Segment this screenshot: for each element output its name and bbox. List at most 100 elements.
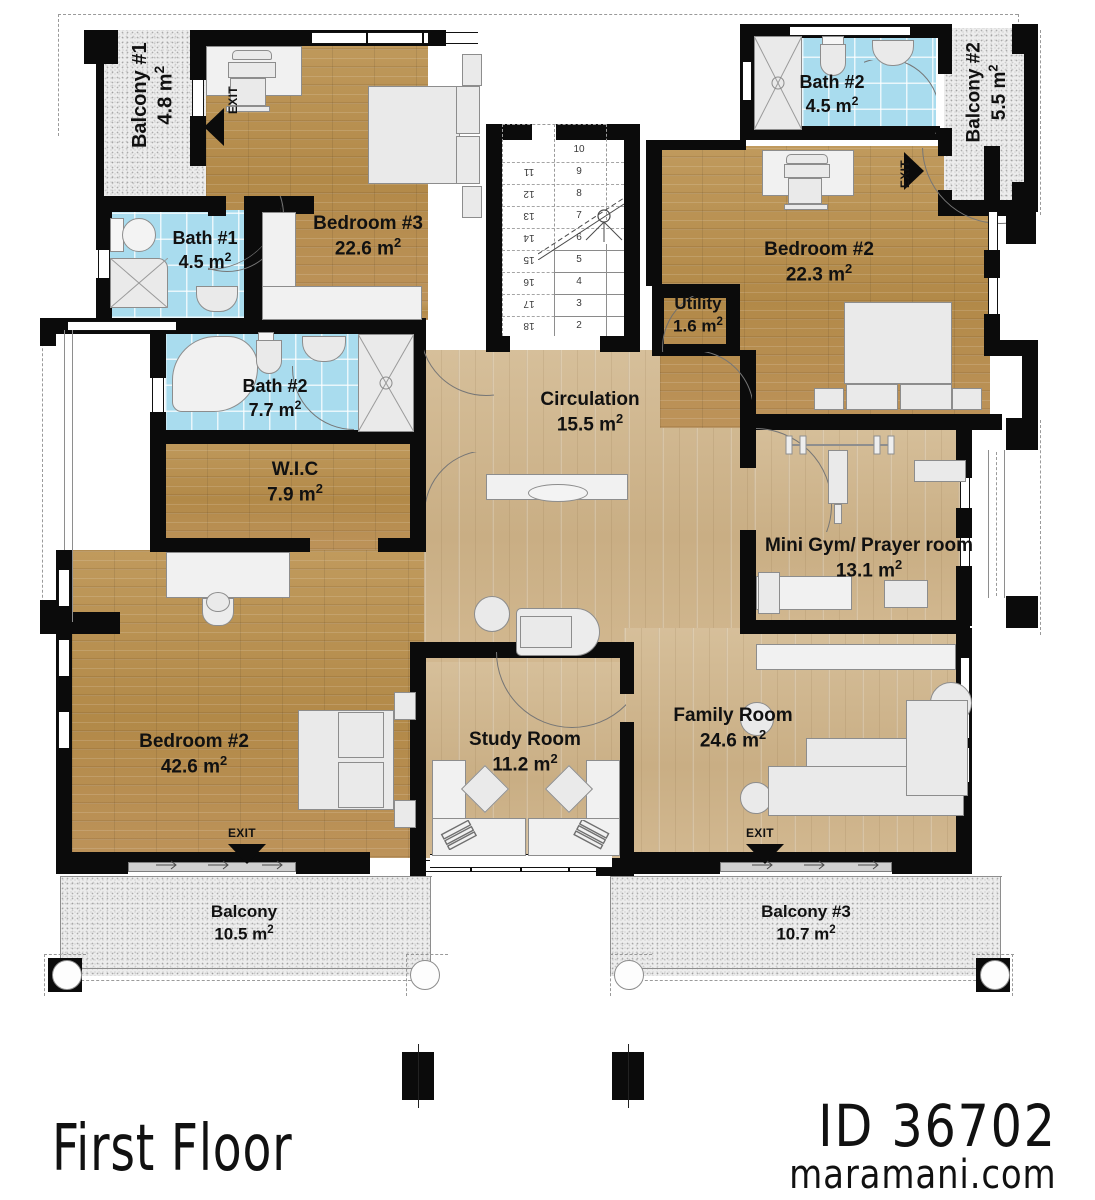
closet-bedroom2a-top — [166, 552, 290, 598]
exit-label: EXIT — [228, 826, 256, 840]
wall-stair-right — [624, 124, 640, 350]
balconyA-rail-right — [430, 876, 431, 976]
nightstand-bedroom2b-b — [952, 388, 982, 410]
setback-line-left-mid — [42, 318, 43, 628]
wall-utility-top — [652, 284, 740, 298]
monitor-bedroom3 — [230, 78, 266, 106]
sofa-family-side — [906, 700, 968, 796]
column-bottom-left — [52, 960, 82, 990]
window-bedroom2a-left-a — [58, 570, 70, 606]
wall-exterior-left-stub-top — [40, 318, 56, 346]
setback-line-top — [58, 14, 1018, 15]
door-swing-bedroom3-hall — [424, 330, 494, 396]
desk-lamp-bedroom3 — [232, 50, 272, 60]
stair-step-number: 7 — [576, 210, 582, 221]
sliding-door-family[interactable] — [720, 862, 892, 872]
wall-wic-right-upper — [410, 330, 426, 450]
wall-bath2a-left-upper — [150, 330, 166, 378]
door-direction-arrows-bedroom2a — [150, 858, 300, 872]
wall-balcony2-left-upper — [938, 24, 952, 74]
stair-step-number: 13 — [523, 210, 535, 221]
window-mullion-a — [310, 32, 312, 44]
pier-dash-a — [44, 954, 86, 955]
window-hall-top — [68, 321, 176, 331]
bench-gym — [828, 450, 848, 504]
plan-id-label: ID 36702 — [818, 1092, 1057, 1160]
pier-dash-c — [406, 954, 407, 996]
pillow-bedroom3-a — [456, 86, 480, 134]
armchair-cushion-circulation — [520, 616, 572, 648]
room-balconyA-floor — [60, 876, 430, 976]
wall-bedroom2b-right-b — [984, 250, 1000, 278]
window-gym-right-a — [960, 478, 970, 508]
window-family-right-a — [960, 658, 970, 694]
wall-utility-right — [726, 284, 740, 356]
wall-stair-top-right — [556, 124, 640, 140]
exit-label: EXIT — [746, 826, 774, 840]
bowl-circulation — [528, 484, 588, 502]
balconyA-rail-top — [60, 876, 432, 877]
pier-dash-d — [406, 954, 448, 955]
wall-gym-left-upper — [740, 414, 756, 468]
door-bedroom3-balcony[interactable] — [192, 80, 204, 116]
sliding-door-bedroom2a-head — [128, 852, 296, 862]
pier-dash-h — [972, 954, 1014, 955]
wall-pier-right-upper — [1006, 214, 1036, 244]
toilet-bath1 — [122, 218, 156, 252]
door-swing-study — [496, 652, 626, 728]
wall-wic-right-lower — [410, 450, 426, 550]
bed-bedroom3 — [368, 86, 460, 184]
wall-pier-right-mid-top — [1006, 418, 1038, 450]
right-rail-a — [988, 450, 989, 598]
window-bedroom2a-left-c — [58, 712, 70, 748]
toilet-bath2a — [256, 340, 282, 374]
bed-bedroom2b — [844, 302, 952, 384]
room-balcony3-floor — [610, 876, 1000, 976]
setback-line-right-mid — [1040, 420, 1041, 635]
balcony3-rail-top — [610, 876, 1002, 877]
stair-step-number: 6 — [576, 232, 582, 243]
balconyA-rail-bottom — [66, 968, 426, 969]
window-bedroom3-top — [310, 32, 478, 44]
window-bedroom2b-right-a — [988, 212, 998, 250]
sliding-door-family-head — [720, 852, 892, 862]
stair-step-number: 3 — [576, 298, 582, 309]
pier-dash-f — [610, 954, 652, 955]
wall-bedroom3-left-lower — [190, 116, 206, 166]
wall-bedroom2b-right-a — [984, 146, 1000, 212]
pillow-bedroom2b-a — [846, 384, 898, 410]
laptop-study-right — [572, 818, 612, 850]
setback-line-right-upper — [1040, 30, 1041, 215]
wall-family-bottom-right — [892, 852, 972, 874]
wall-stair-bottom-right — [600, 336, 640, 352]
wall-bedroom2b-top — [660, 140, 746, 150]
nightstand-bedroom2b-a — [814, 388, 844, 410]
column-bottom-right — [980, 960, 1010, 990]
door-swing-bath2a — [292, 366, 354, 434]
tv-console-family — [756, 644, 956, 670]
wall-gym-right-mid — [956, 508, 972, 538]
sliding-door-bedroom2a[interactable] — [128, 862, 296, 872]
wall-top-bedroom3-right — [428, 30, 446, 46]
exterior-guide-b — [72, 330, 73, 622]
nightstand-bedroom3-a — [462, 54, 482, 86]
window-gym-right-b — [960, 538, 970, 566]
stair-step-number: 14 — [523, 232, 535, 243]
wall-gym-top — [740, 414, 1002, 430]
pillow-bedroom2a-b — [338, 762, 384, 808]
window-bath2b-top — [790, 26, 910, 36]
stair-step-number: 15 — [523, 254, 535, 265]
weight-machine-gym — [884, 580, 928, 608]
website-label: maramani.com — [789, 1152, 1057, 1198]
wall-wic-bottom-left — [150, 538, 310, 552]
stair-step-number: 11 — [523, 166, 535, 177]
wall-bath2a-bottom — [150, 430, 425, 444]
stair-step-number: 2 — [576, 320, 582, 331]
wall-wic-bottom-right — [378, 538, 426, 552]
shower-lines-bath1 — [109, 257, 169, 309]
window-bath2a-left — [152, 378, 164, 412]
bathtub-bath2a — [172, 336, 258, 412]
monitor-stand-bedroom2b — [784, 204, 828, 210]
window-bedroom2a-left-b — [58, 640, 70, 676]
